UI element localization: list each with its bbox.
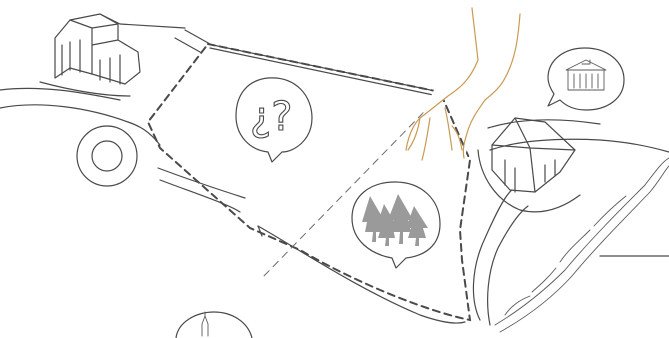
riverbank [488, 120, 669, 332]
church-bubble-icon [176, 312, 252, 338]
roundabout-center [92, 141, 122, 171]
roundabout [77, 126, 137, 186]
house-icon [478, 118, 580, 212]
bubble-question-text: ¿? [250, 94, 292, 140]
question-bubble-icon: ¿? [236, 78, 312, 162]
trees-bubble-icon [352, 182, 440, 268]
hand-icon [406, 8, 520, 160]
building-icon [40, 14, 140, 96]
manor-bubble-icon [548, 48, 624, 110]
